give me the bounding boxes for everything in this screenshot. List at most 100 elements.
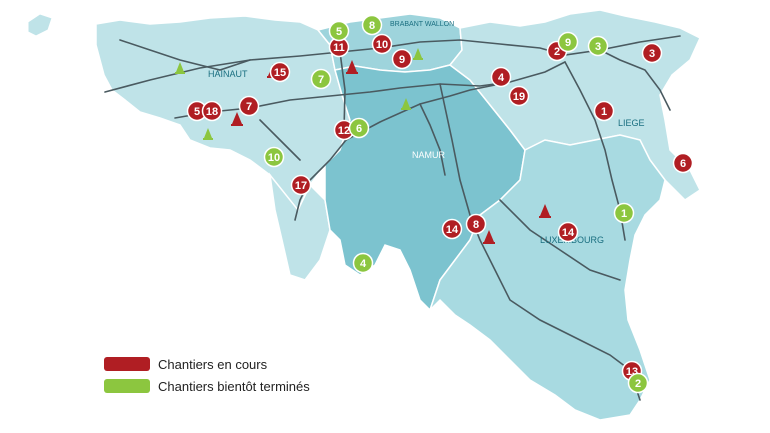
marker-circle xyxy=(557,31,579,53)
marker-circle xyxy=(441,218,463,240)
marker-circle xyxy=(361,14,383,36)
marker-label: 5 xyxy=(336,26,342,38)
marker-in-progress: 18 xyxy=(201,100,223,122)
marker-in-progress: 17 xyxy=(290,174,312,196)
marker-almost-done: 4 xyxy=(352,252,374,274)
marker-almost-done: 6 xyxy=(348,117,370,139)
marker-almost-done: 1 xyxy=(613,202,635,224)
region-label-namur: NAMUR xyxy=(412,150,445,160)
marker-in-progress: 9 xyxy=(391,48,413,70)
marker-circle xyxy=(310,68,332,90)
marker-label: 11 xyxy=(333,42,345,54)
marker-in-progress: 10 xyxy=(371,33,393,55)
legend: Chantiers en cours Chantiers bientôt ter… xyxy=(104,354,310,398)
marker-label: 3 xyxy=(595,41,601,53)
marker-in-progress: 14 xyxy=(441,218,463,240)
marker-circle xyxy=(465,213,487,235)
legend-row-almost-done: Chantiers bientôt terminés xyxy=(104,376,310,396)
marker-label: 17 xyxy=(295,180,307,192)
marker-circle xyxy=(328,20,350,42)
marker-label: 1 xyxy=(601,106,607,118)
marker-label: 1 xyxy=(621,208,627,220)
marker-circle xyxy=(627,372,649,394)
marker-circle xyxy=(613,202,635,224)
marker-circle xyxy=(641,42,663,64)
cone-icon xyxy=(346,60,358,74)
marker-circle xyxy=(672,152,694,174)
marker-label: 10 xyxy=(376,39,388,51)
legend-swatch-in-progress xyxy=(104,357,150,371)
marker-in-progress: 15 xyxy=(269,61,291,83)
legend-swatch-almost-done xyxy=(104,379,150,393)
marker-circle xyxy=(557,221,579,243)
marker-in-progress: 12 xyxy=(333,119,355,141)
marker-circle xyxy=(290,174,312,196)
marker-almost-done: 7 xyxy=(310,68,332,90)
region-label-brabant-wallon: BRABANT WALLON xyxy=(390,21,454,28)
marker-label: 6 xyxy=(680,158,686,170)
marker-in-progress: 3 xyxy=(641,42,663,64)
marker-circle xyxy=(263,146,285,168)
cone-icon xyxy=(413,48,423,60)
marker-almost-done: 10 xyxy=(263,146,285,168)
legend-label-in-progress: Chantiers en cours xyxy=(158,356,268,372)
marker-label: 3 xyxy=(649,48,655,60)
marker-circle xyxy=(348,117,370,139)
marker-in-progress: 19 xyxy=(508,85,530,107)
marker-label: 9 xyxy=(565,37,571,49)
marker-label: 14 xyxy=(446,224,459,236)
marker-in-progress: 6 xyxy=(672,152,694,174)
marker-label: 19 xyxy=(513,91,525,103)
marker-label: 14 xyxy=(562,227,575,239)
marker-almost-done: 9 xyxy=(557,31,579,53)
marker-in-progress: 4 xyxy=(490,66,512,88)
marker-label: 10 xyxy=(268,152,280,164)
marker-in-progress: 8 xyxy=(465,213,487,235)
region-label-liege: LIEGE xyxy=(618,118,645,128)
marker-circle xyxy=(201,100,223,122)
marker-circle xyxy=(371,33,393,55)
province-exclave xyxy=(27,13,53,37)
marker-in-progress: 5 xyxy=(186,100,208,122)
marker-label: 18 xyxy=(206,106,218,118)
marker-label: 8 xyxy=(473,219,479,231)
marker-circle xyxy=(593,100,615,122)
marker-label: 2 xyxy=(635,378,641,390)
marker-circle xyxy=(391,48,413,70)
marker-almost-done: 2 xyxy=(627,372,649,394)
marker-label: 4 xyxy=(498,72,505,84)
marker-in-progress: 1 xyxy=(593,100,615,122)
marker-in-progress: 14 xyxy=(557,221,579,243)
legend-label-almost-done: Chantiers bientôt terminés xyxy=(158,378,310,394)
cone-icon xyxy=(175,62,185,74)
marker-circle xyxy=(490,66,512,88)
marker-label: 7 xyxy=(246,101,252,113)
marker-circle xyxy=(587,35,609,57)
cone-icon xyxy=(231,112,243,126)
marker-label: 9 xyxy=(399,54,405,66)
marker-circle xyxy=(238,95,260,117)
marker-in-progress: 7 xyxy=(238,95,260,117)
cone-icon xyxy=(203,128,213,140)
legend-row-in-progress: Chantiers en cours xyxy=(104,354,310,374)
marker-label: 7 xyxy=(318,74,324,86)
province-liege xyxy=(448,9,701,201)
marker-label: 12 xyxy=(338,125,350,137)
marker-label: 5 xyxy=(194,106,200,118)
region-label-hainaut: HAINAUT xyxy=(208,69,248,79)
marker-label: 6 xyxy=(356,123,362,135)
marker-circle xyxy=(352,252,374,274)
marker-almost-done: 3 xyxy=(587,35,609,57)
marker-circle xyxy=(508,85,530,107)
province-luxembourg xyxy=(429,134,666,421)
marker-almost-done: 5 xyxy=(328,20,350,42)
marker-label: 2 xyxy=(554,46,560,58)
cone-icon xyxy=(401,98,411,110)
marker-label: 15 xyxy=(274,67,286,79)
marker-circle xyxy=(269,61,291,83)
cone-icon xyxy=(483,230,495,244)
marker-label: 4 xyxy=(360,258,367,270)
marker-almost-done: 8 xyxy=(361,14,383,36)
